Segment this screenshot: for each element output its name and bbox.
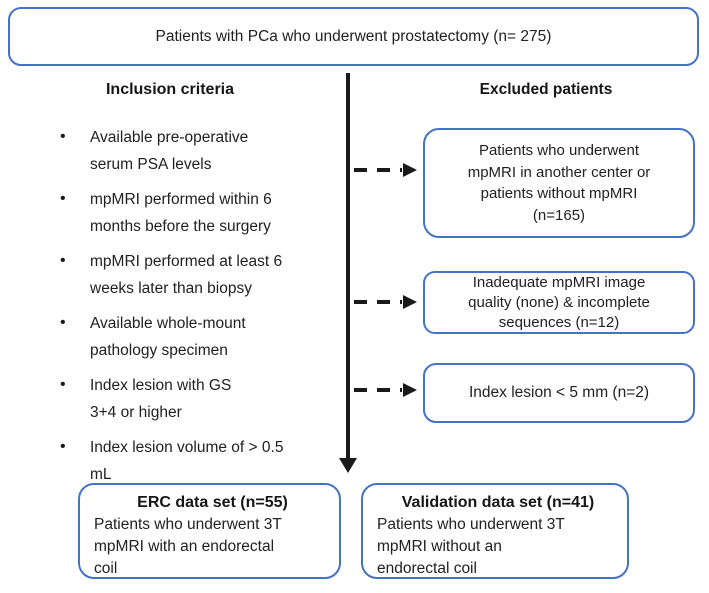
- inclusion-criteria-list: • Available pre-operative serum PSA leve…: [57, 124, 357, 496]
- validation-dataset-box: Validation data set (n=41) Patients who …: [361, 483, 629, 579]
- bullet-dot-icon: •: [60, 314, 66, 331]
- list-item: • mpMRI performed at least 6 weeks later…: [57, 248, 357, 302]
- top-box-text: Patients with PCa who underwent prostate…: [155, 27, 552, 45]
- list-item-text: Index lesion with GS 3+4 or higher: [90, 377, 232, 421]
- list-item-text: Index lesion volume of > 0.5 mL: [90, 439, 284, 483]
- bullet-dot-icon: •: [60, 438, 66, 455]
- arrow-right-icon: [403, 295, 417, 309]
- excluded-box-no-mpmri: Patients who underwent mpMRI in another …: [423, 128, 695, 238]
- list-item-text: mpMRI performed within 6 months before t…: [90, 191, 272, 235]
- bullet-dot-icon: •: [60, 252, 66, 269]
- bullet-dot-icon: •: [60, 376, 66, 393]
- excluded-box-text: Patients who underwent mpMRI in another …: [467, 142, 651, 224]
- excluded-box-text: Inadequate mpMRI image quality (none) & …: [468, 273, 650, 331]
- dashed-arrow-line: [354, 388, 402, 392]
- main-flow-arrow-line: [346, 73, 350, 460]
- list-item-text: mpMRI performed at least 6 weeks later t…: [90, 253, 283, 297]
- erc-dataset-box: ERC data set (n=55) Patients who underwe…: [78, 483, 341, 579]
- list-item-text: Available whole-mount pathology specimen: [90, 315, 246, 359]
- erc-dataset-body: Patients who underwent 3T mpMRI with an …: [94, 516, 282, 577]
- list-item: • Available whole-mount pathology specim…: [57, 310, 357, 364]
- arrow-right-icon: [403, 163, 417, 177]
- list-item: • Index lesion volume of > 0.5 mL: [57, 434, 357, 488]
- arrow-down-icon: [339, 458, 357, 473]
- excluded-box-text: Index lesion < 5 mm (n=2): [468, 384, 650, 401]
- bullet-dot-icon: •: [60, 190, 66, 207]
- bullet-dot-icon: •: [60, 128, 66, 145]
- excluded-patients-header: Excluded patients: [479, 81, 613, 98]
- inclusion-criteria-header: Inclusion criteria: [105, 81, 235, 98]
- arrow-right-icon: [403, 383, 417, 397]
- list-item-text: Available pre-operative serum PSA levels: [90, 129, 249, 173]
- erc-dataset-title: ERC data set (n=55): [137, 494, 288, 511]
- list-item: • Available pre-operative serum PSA leve…: [57, 124, 357, 178]
- dashed-arrow-line: [354, 168, 402, 172]
- excluded-box-inadequate-quality: Inadequate mpMRI image quality (none) & …: [423, 271, 695, 334]
- validation-dataset-body: Patients who underwent 3T mpMRI without …: [377, 516, 565, 577]
- excluded-box-small-lesion: Index lesion < 5 mm (n=2): [423, 363, 695, 423]
- dashed-arrow-line: [354, 300, 402, 304]
- validation-dataset-title: Validation data set (n=41): [401, 494, 595, 511]
- list-item: • mpMRI performed within 6 months before…: [57, 186, 357, 240]
- top-box: Patients with PCa who underwent prostate…: [8, 7, 699, 66]
- list-item: • Index lesion with GS 3+4 or higher: [57, 372, 357, 426]
